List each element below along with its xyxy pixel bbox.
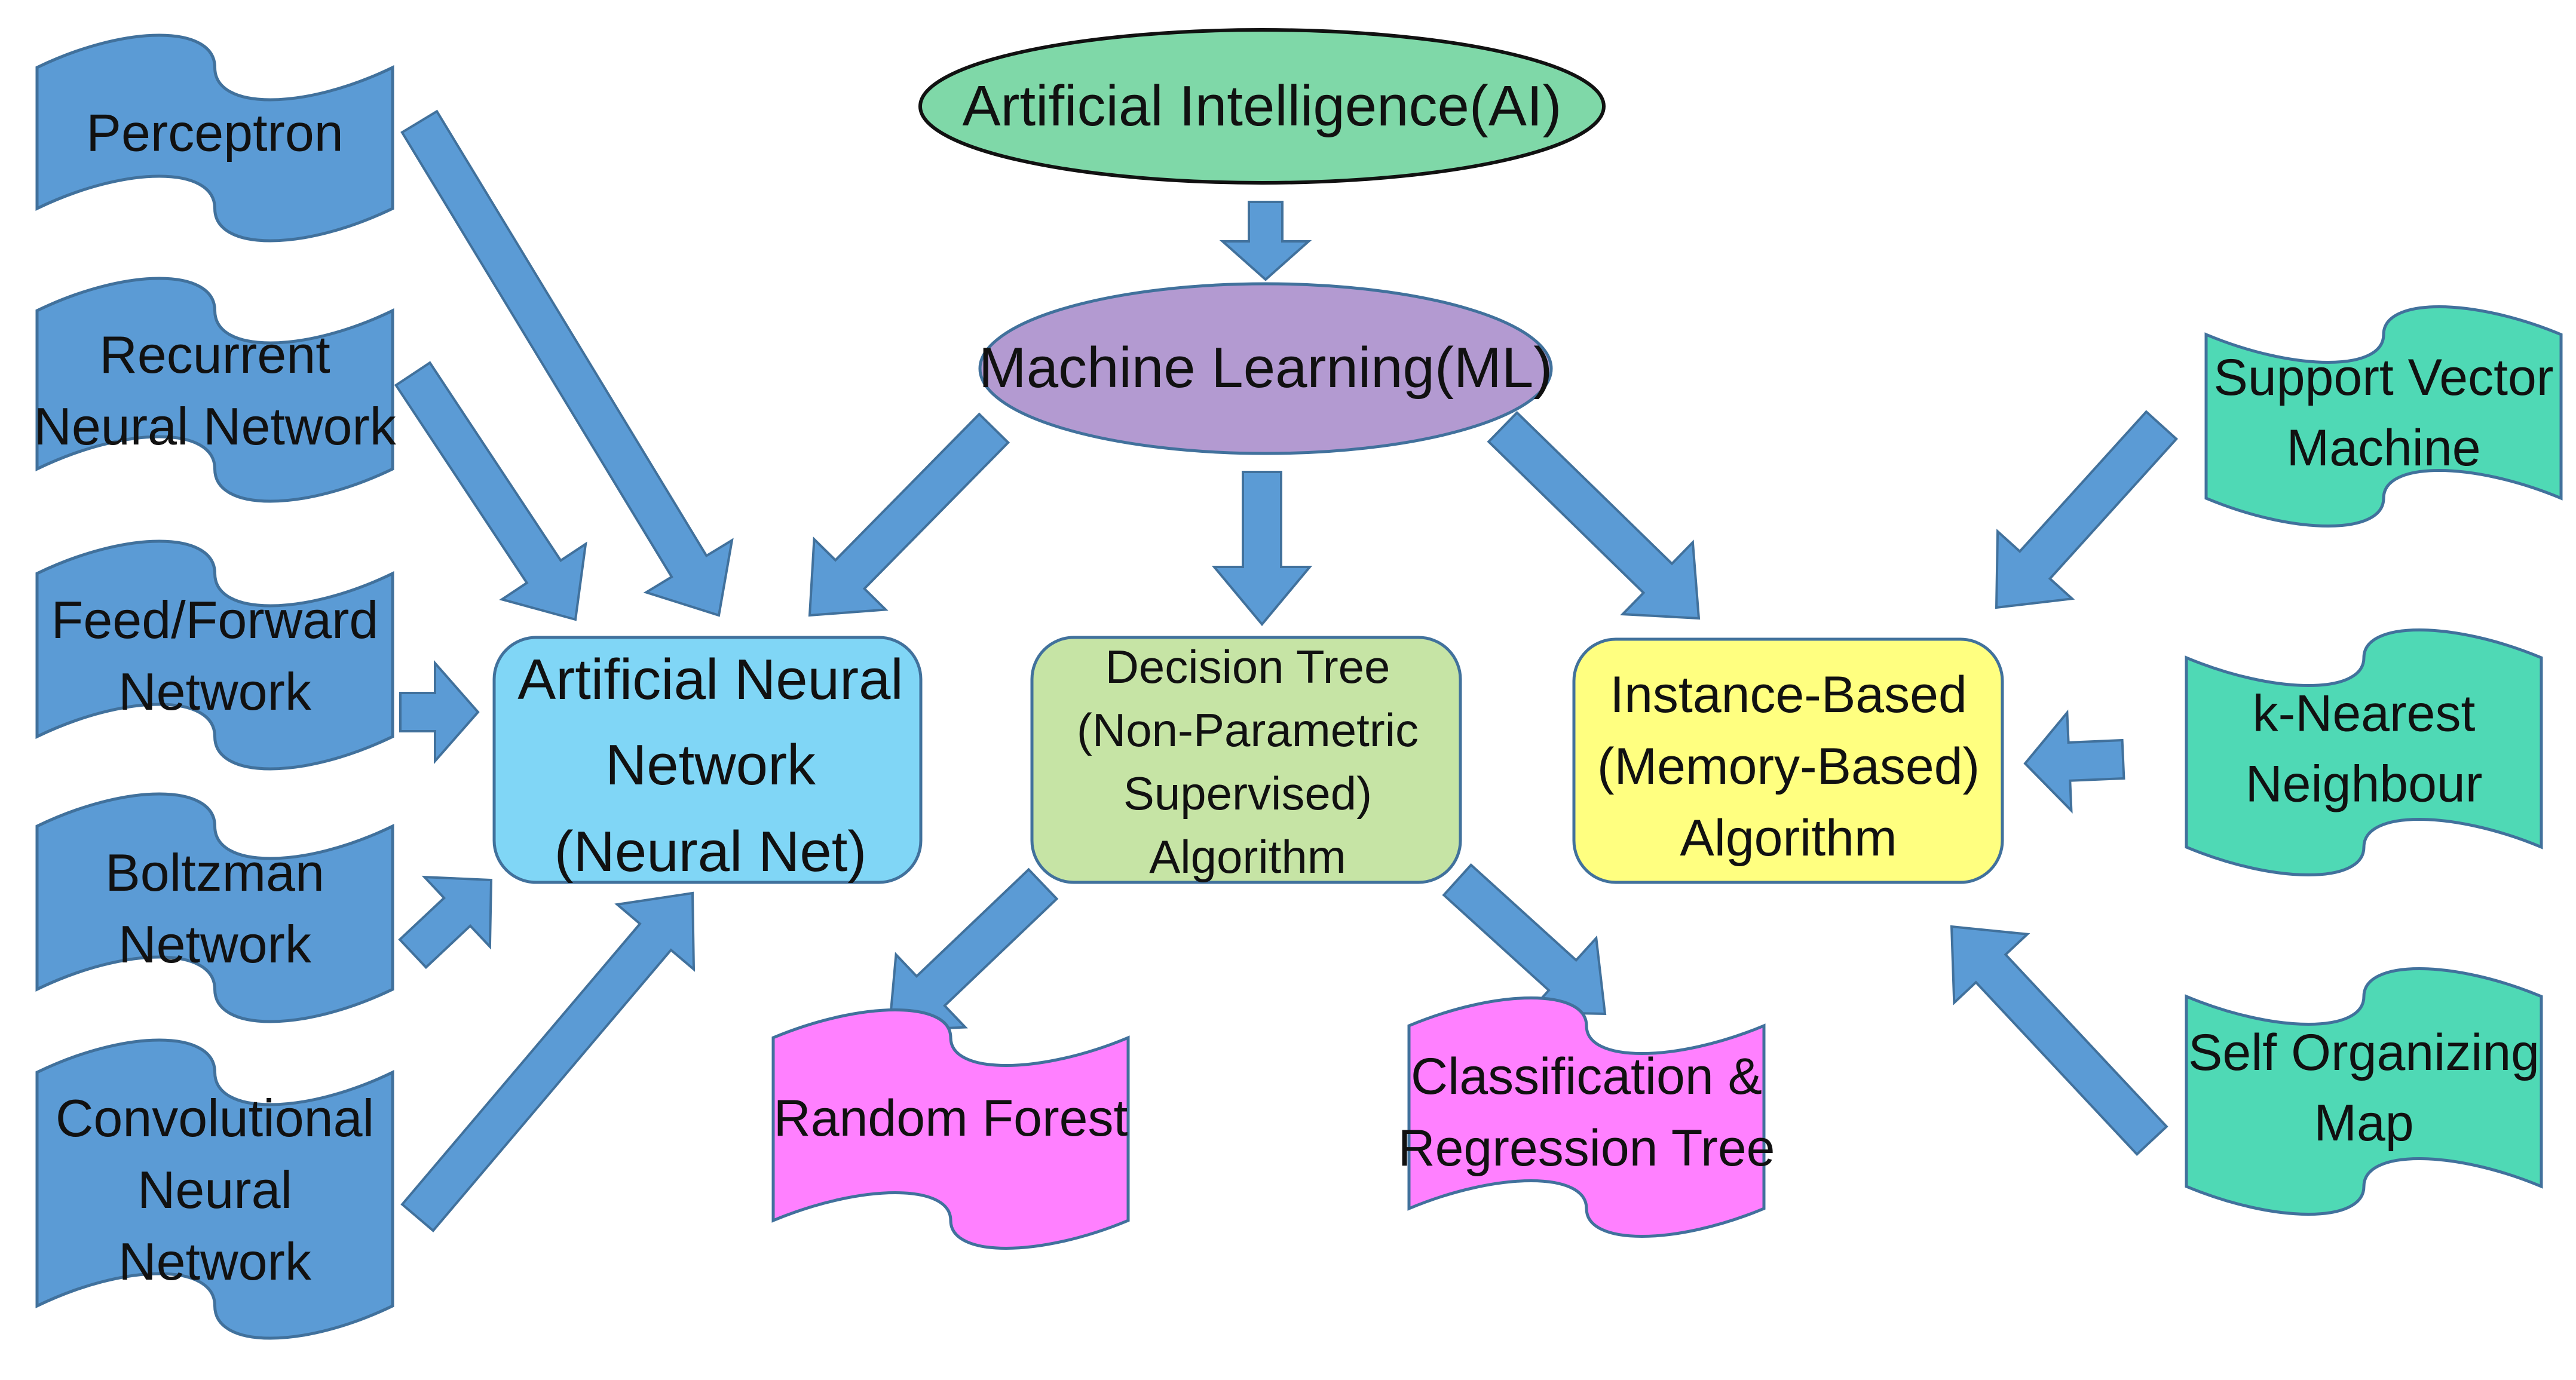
perceptron-node-label-line-1: Perceptron (86, 103, 343, 162)
arrow-decision-tree-to-cart (1442, 863, 1607, 1016)
ann-label-line-3: (Neural Net) (555, 820, 867, 884)
boltzman-network-node-shape (35, 792, 394, 1023)
arrow-recurrent-to-ann (394, 361, 587, 621)
instance-based-rect (1572, 637, 2004, 884)
recurrent-neural-network-node-shape (35, 277, 394, 503)
decision-tree-rect (1030, 636, 1462, 884)
arrow-ml-to-instance-based (1487, 410, 1701, 620)
random-forest-node-shape (771, 1008, 1130, 1250)
feedforward-network-node-label-line-1: Feed/Forward (51, 590, 379, 649)
recurrent-neural-network-node-label-line-1: Recurrent (99, 325, 330, 384)
self-organizing-map-node-shape (2185, 967, 2543, 1216)
instance-based-label-line-2: (Memory-Based) (1597, 738, 1980, 795)
arrow-ai-to-ml (1219, 201, 1312, 281)
feedforward-network-node-label-line-2: Network (118, 662, 312, 721)
decision-tree-label-line-4: Algorithm (1149, 830, 1346, 883)
perceptron-node-shape (35, 33, 394, 243)
instance-based-label-line-1: Instance-Based (1610, 666, 1967, 723)
classification-regression-tree-node-label-line-1: Classification & (1411, 1048, 1762, 1105)
recurrent-neural-network-node-label-line-2: Neural Network (33, 397, 396, 456)
arrow-som-to-instance-based (1950, 925, 2168, 1157)
instance-based-box: Instance-Based (Memory-Based) Algorithm (1572, 637, 2004, 884)
arrow-perceptron-to-ann (400, 109, 734, 617)
decision-tree-label-line-1: Decision Tree (1105, 640, 1390, 693)
arrow-convolutional-to-ann (400, 891, 696, 1232)
arrow-knn-to-instance-based (2023, 709, 2125, 814)
perceptron-node: Perceptron (35, 33, 394, 243)
ai-label: Artificial Intelligence(AI) (962, 74, 1561, 138)
classification-regression-tree-node-shape (1407, 996, 1766, 1238)
classification-regression-tree-node: Classification & Regression Tree (1398, 996, 1775, 1238)
self-organizing-map-node-label-line-2: Map (2314, 1094, 2413, 1152)
k-nearest-neighbour-node-label-line-2: Neighbour (2246, 756, 2483, 813)
arrow-feedforward-to-ann (399, 660, 480, 765)
k-nearest-neighbour-node-shape (2185, 628, 2543, 876)
arrow-decision-tree-to-random-forest (887, 867, 1059, 1032)
decision-tree-label-line-3: Supervised) (1123, 767, 1372, 820)
arrow-ml-to-decision-tree (1211, 471, 1313, 627)
random-forest-node-label-line-1: Random Forest (774, 1090, 1128, 1147)
feedforward-network-node-shape (35, 539, 394, 771)
ml-ellipse (978, 282, 1553, 455)
ann-rect (492, 636, 923, 884)
support-vector-machine-node-label-line-2: Machine (2286, 419, 2480, 477)
support-vector-machine-node-shape (2204, 305, 2563, 528)
ml-node: Machine Learning(ML) (978, 282, 1553, 455)
ai-node: Artificial Intelligence(AI) (918, 28, 1606, 185)
ml-label: Machine Learning(ML) (979, 336, 1552, 400)
convolutional-neural-network-node-label-line-1: Convolutional (56, 1088, 374, 1148)
k-nearest-neighbour-node-label-line-1: k-Nearest (2253, 685, 2476, 743)
boltzman-network-node-label-line-2: Network (118, 915, 312, 974)
arrow-ml-to-ann (808, 412, 1010, 617)
boltzman-network-node-label-line-1: Boltzman (105, 843, 324, 902)
convolutional-neural-network-node-shape (35, 1038, 394, 1340)
arrows-layer (394, 109, 2179, 1232)
convolutional-neural-network-node-label-line-3: Network (118, 1232, 312, 1291)
ann-box: Artificial Neural Network (Neural Net) (492, 636, 923, 884)
instance-based-label-line-3: Algorithm (1680, 809, 1897, 867)
ai-ellipse (918, 28, 1606, 185)
arrow-boltzman-to-ann (398, 875, 493, 970)
ann-label-line-2: Network (605, 733, 816, 797)
decision-tree-box: Decision Tree (Non-Parametric Supervised… (1030, 636, 1462, 884)
convolutional-neural-network-node-label-line-2: Neural (137, 1160, 292, 1219)
random-forest-node: Random Forest (771, 1008, 1130, 1250)
classification-regression-tree-node-label-line-2: Regression Tree (1398, 1120, 1775, 1177)
decision-tree-label-line-2: (Non-Parametric (1077, 704, 1419, 756)
support-vector-machine-node-label-line-1: Support Vector (2214, 349, 2554, 406)
self-organizing-map-node-label-line-1: Self Organizing (2188, 1024, 2540, 1081)
arrow-svm-to-instance-based (1995, 410, 2179, 609)
ann-label-line-1: Artificial Neural (517, 648, 903, 712)
